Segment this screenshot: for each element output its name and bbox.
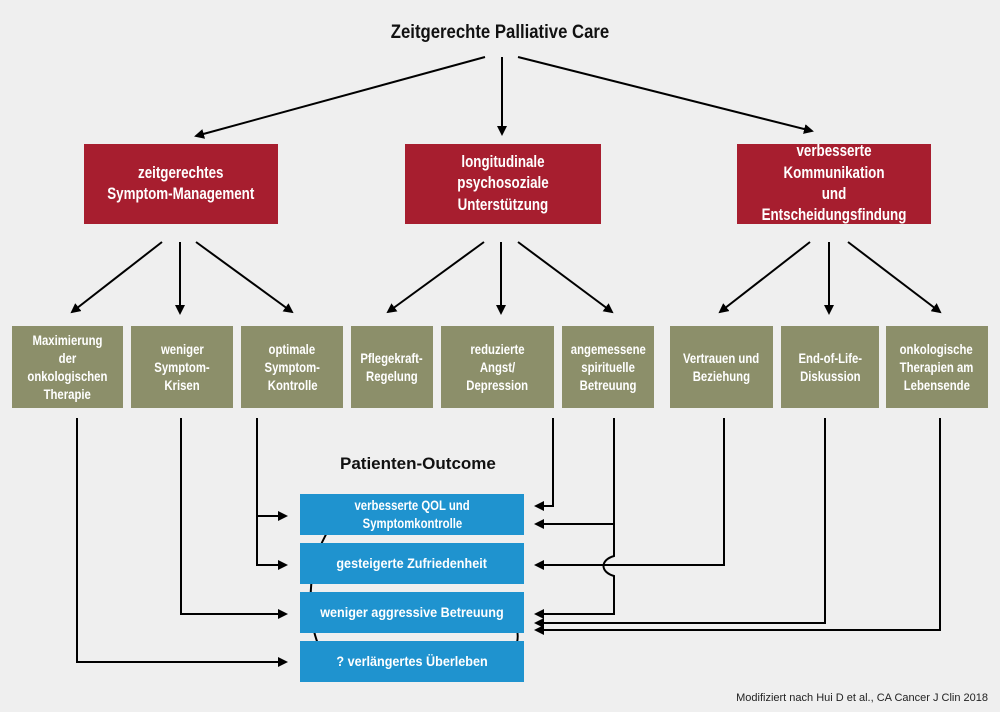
intervention-label-line3: Lebensende xyxy=(903,377,971,394)
outcome-label-line1: gesteigerte Zufriedenheit xyxy=(336,555,488,572)
intervention-label-line3: Betreuung xyxy=(579,377,637,394)
intervention-label-line2: spirituelle xyxy=(581,358,635,375)
outcome-label-line1: weniger aggressive Betreuung xyxy=(320,604,504,621)
intervention-label-line2: Regelung xyxy=(366,368,418,384)
intervention-label-line1: onkologische xyxy=(900,340,974,357)
intervention-label-line1: Pflegekraft- xyxy=(360,349,424,366)
intervention-end-of-life-diskussion: End-of-Life- Diskussion xyxy=(781,326,879,408)
intervention-label-line1: Maximierung der xyxy=(32,331,103,366)
outcome-label-line1: ? verlängertes Überleben xyxy=(336,653,488,670)
outcome-heading: Patienten-Outcome xyxy=(340,454,496,473)
category-label-line1: zeitgerechtes xyxy=(138,163,224,182)
intervention-label-line2: Depression xyxy=(466,377,529,394)
intervention-label-line2: Therapien am xyxy=(900,358,974,375)
intervention-label-line1: angemessene xyxy=(570,340,646,357)
category-label-line2: und Entscheidungsfindung xyxy=(761,185,907,225)
category-label-line2: Symptom-Management xyxy=(107,185,255,203)
intervention-label-line3: Therapie xyxy=(43,386,92,403)
category-label-line1: longitudinale psychosoziale xyxy=(457,152,549,193)
outcome-verlaengertes-ueberleben: ? verlängertes Überleben xyxy=(300,641,524,682)
intervention-label-line1: End-of-Life- xyxy=(798,349,862,366)
outcome-label-line1: verbesserte QOL und xyxy=(354,497,470,513)
outcome-weniger-aggressive-betreuung: weniger aggressive Betreuung xyxy=(300,592,524,633)
category-label-line1: verbesserte Kommunikation xyxy=(783,142,885,182)
intervention-label-line2: Beziehung xyxy=(692,368,751,384)
source-footnote: Modifiziert nach Hui D et al., CA Cancer… xyxy=(736,692,988,704)
diagram-title: Zeitgerechte Palliative Care xyxy=(390,22,610,43)
intervention-label-line2: Symptom- xyxy=(264,358,320,375)
intervention-label-line1: weniger xyxy=(160,340,204,357)
outcome-label-line2: Symptomkontrolle xyxy=(362,514,462,531)
category-label-line2: Unterstützung xyxy=(457,195,549,214)
intervention-label-line1: reduzierte Angst/ xyxy=(470,340,525,375)
intervention-pflegekraft-regelung: Pflegekraft- Regelung xyxy=(351,326,433,408)
intervention-label-line2: Symptom-Krisen xyxy=(154,358,210,394)
intervention-label-line2: onkologischen xyxy=(27,368,108,384)
outcome-zufriedenheit: gesteigerte Zufriedenheit xyxy=(300,543,524,584)
intervention-label-line3: Kontrolle xyxy=(267,377,317,394)
intervention-label-line2: Diskussion xyxy=(799,368,861,384)
intervention-reduzierte-angst: reduzierte Angst/Depression xyxy=(441,326,554,408)
intervention-label-line1: optimale xyxy=(268,340,316,357)
intervention-label-line1: Vertrauen und xyxy=(683,349,760,366)
